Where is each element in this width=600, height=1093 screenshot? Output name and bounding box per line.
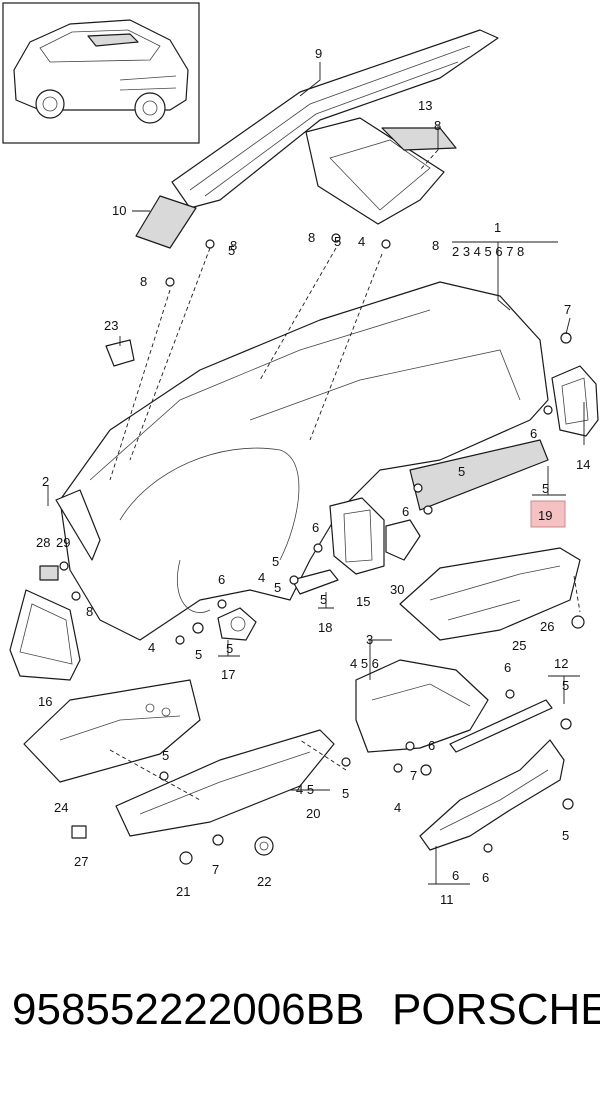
callout-20-sub: 4 5 (296, 782, 314, 797)
callout-14: 14 (576, 457, 590, 472)
fasteners (39, 233, 585, 865)
lower-center-bracket (115, 729, 335, 837)
callout-13-sub: 8 (434, 118, 441, 133)
callout-2: 2 (42, 474, 49, 489)
glove-box (355, 659, 489, 753)
callout-18: 18 (318, 620, 332, 635)
callout-20: 20 (306, 806, 320, 821)
callout-8: 8 (86, 604, 93, 619)
callout-4: 4 (258, 570, 265, 585)
callout-4: 4 (148, 640, 155, 655)
callout-5: 5 (342, 786, 349, 801)
callout-5: 5 (228, 243, 235, 258)
center-air-vent (329, 497, 385, 575)
callout-6: 6 (402, 504, 409, 519)
part-number: 958552222006BB (12, 985, 365, 1034)
callout-25: 25 (512, 638, 526, 653)
footer: 958552222006BB PORSCHE (0, 985, 600, 1055)
brand-name: PORSCHE (392, 985, 600, 1034)
callout-29: 29 (56, 535, 70, 550)
main-dashboard-body (59, 281, 549, 641)
callout-5: 5 (274, 580, 281, 595)
callout-labels: 9 10 8 8 8 4 13 8 1 2 3 4 5 6 7 8 7 23 6… (36, 46, 590, 907)
callout-4: 4 (358, 234, 365, 249)
callout-23: 23 (104, 318, 118, 333)
callout-7: 7 (410, 768, 417, 783)
left-knee-panel (23, 679, 201, 783)
callout-5: 5 (162, 748, 169, 763)
callout-6: 6 (482, 870, 489, 885)
callout-28: 28 (36, 535, 50, 550)
callout-5: 5 (458, 464, 465, 479)
callout-5: 5 (562, 828, 569, 843)
callout-19-sub: 5 (542, 481, 549, 496)
trim-rail (449, 699, 553, 753)
callout-6: 6 (312, 520, 319, 535)
callout-8: 8 (432, 238, 439, 253)
callout-5: 5 (272, 554, 279, 569)
side-end-panel (9, 589, 81, 681)
right-knee-bolster (419, 739, 565, 851)
callout-3: 3 (366, 632, 373, 647)
defrost-vent (305, 117, 457, 225)
callout-3-sub: 4 5 6 (350, 656, 379, 671)
callout-1-sub: 2 3 4 5 6 7 8 (452, 244, 524, 259)
callout-30: 30 (390, 582, 404, 597)
callout-11: 11 (440, 892, 454, 907)
callout-5: 5 (195, 647, 202, 662)
callout-12: 12 (554, 656, 568, 671)
callout-8: 8 (308, 230, 315, 245)
callout-6: 6 (428, 738, 435, 753)
callout-8: 8 (230, 238, 237, 253)
callout-21: 21 (176, 884, 190, 899)
switch-panel (291, 569, 339, 595)
leader-lines (47, 62, 585, 885)
callout-10: 10 (112, 203, 126, 218)
right-lower-trim (399, 547, 581, 641)
callout-13: 13 (418, 98, 432, 113)
callout-26: 26 (540, 619, 554, 634)
callout-24: 24 (54, 800, 68, 815)
callout-7: 7 (564, 302, 571, 317)
callout-17-sub: 5 (226, 641, 233, 656)
callout-6: 6 (530, 426, 537, 441)
right-air-vent (551, 365, 599, 437)
callout-11-sub: 6 (452, 868, 459, 883)
callout-9: 9 (315, 46, 322, 61)
callout-19: 19 (538, 508, 552, 523)
callout-27: 27 (74, 854, 88, 869)
callout-16: 16 (38, 694, 52, 709)
callout-22: 22 (257, 874, 271, 889)
callout-1: 1 (494, 220, 501, 235)
callout-15: 15 (356, 594, 370, 609)
upper-dash-cover (135, 29, 499, 249)
vehicle-thumbnail (2, 2, 200, 144)
callout-5: 5 (334, 234, 341, 249)
vent-bracket (385, 519, 421, 561)
speaker-grille (217, 607, 257, 641)
callout-6: 6 (218, 572, 225, 587)
callout-12-sub: 5 (562, 678, 569, 693)
callout-6: 6 (504, 660, 511, 675)
callout-18-sub: 5 (320, 592, 327, 607)
callout-17: 17 (221, 667, 235, 682)
callout-4: 4 (394, 800, 401, 815)
callout-7: 7 (212, 862, 219, 877)
highlight-box-19 (530, 500, 566, 528)
callout-8: 8 (140, 274, 147, 289)
